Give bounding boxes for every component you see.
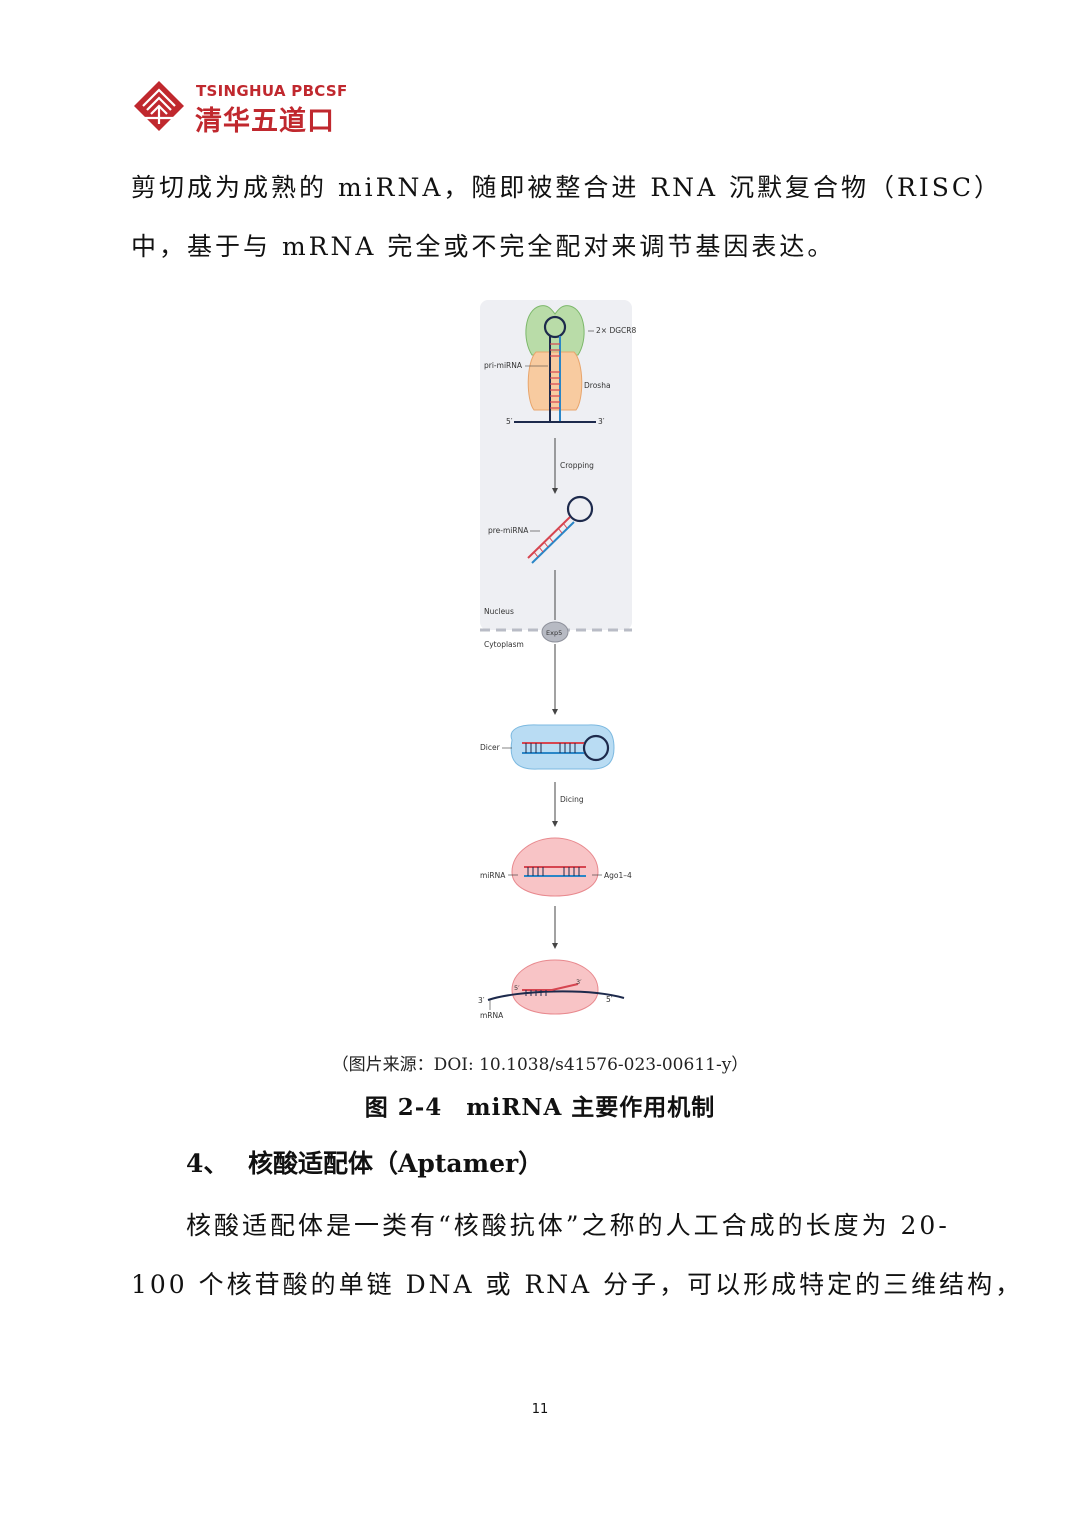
dgcr8-shape (525, 305, 585, 356)
label-3-prime-mrna: 3′ (478, 996, 485, 1005)
label-cytoplasm: Cytoplasm (484, 640, 524, 649)
drosha-shape (527, 351, 583, 411)
label-ago: Ago1–4 (604, 871, 632, 880)
label-mirna: miRNA (480, 871, 506, 880)
label-5-prime-bottom: 5′ (514, 984, 520, 992)
label-5-prime-mrna: 5′ (606, 995, 613, 1004)
pri-mirna-loop (543, 315, 567, 339)
pre-mirna-loop (566, 495, 594, 523)
logo: TSINGHUA PBCSF 清华五道口 (133, 80, 393, 137)
logo-chinese: 清华五道口 (195, 106, 335, 137)
section-number: 4、 (186, 1149, 229, 1178)
label-3-prime-bottom: 3′ (576, 978, 582, 986)
mirna-diagram: 2× DGCR8 pri-miRNA Drosha 5′ 3′ Cropping… (478, 300, 636, 1020)
ago-target-shape (511, 959, 599, 1015)
exp5-shape (541, 621, 569, 643)
label-dgcr8: 2× DGCR8 (596, 326, 636, 335)
label-pri-mirna: pri-miRNA (484, 361, 523, 370)
paragraph-line-3: 核酸适配体是一类有“核酸抗体”之称的人工合成的长度为 20- (186, 1211, 950, 1240)
paragraph-line-4: 100 个核苷酸的单链 DNA 或 RNA 分子，可以形成特定的三维结构， (131, 1270, 1024, 1299)
figure-source: （图片来源：DOI: 10.1038/s41576-023-00611-y） (331, 1055, 749, 1075)
mrna-strand (487, 990, 625, 1001)
paragraph-line-2: 中，基于与 mRNA 完全或不完全配对来调节基因表达。 (131, 232, 836, 261)
nucleus-background (480, 300, 632, 630)
label-dicing: Dicing (560, 795, 584, 804)
logo-english: TSINGHUA PBCSF (196, 82, 348, 100)
paragraph-line-1: 剪切成为成熟的 miRNA，随即被整合进 RNA 沉默复合物（RISC） (131, 173, 1003, 202)
dicer-shape (510, 724, 615, 770)
label-cropping: Cropping (560, 461, 594, 470)
label-3-prime-top: 3′ (598, 417, 605, 426)
label-drosha: Drosha (584, 381, 611, 390)
label-exp5: Exp5 (546, 629, 562, 637)
logo-mark-icon (134, 81, 184, 131)
mirna-mechanism-figure: 2× DGCR8 pri-miRNA Drosha 5′ 3′ Cropping… (478, 300, 638, 1030)
label-dicer: Dicer (480, 743, 501, 752)
figure-caption: 图 2-4 miRNA 主要作用机制 (364, 1094, 716, 1121)
label-5-prime-top: 5′ (506, 417, 513, 426)
section-title: 核酸适配体（Aptamer） (248, 1149, 544, 1178)
label-mrna: mRNA (480, 1011, 504, 1020)
page-number: 11 (531, 1402, 549, 1417)
label-nucleus: Nucleus (484, 607, 514, 616)
section-heading: 4、核酸适配体（Aptamer） (186, 1144, 543, 1180)
label-pre-mirna: pre-miRNA (488, 526, 529, 535)
